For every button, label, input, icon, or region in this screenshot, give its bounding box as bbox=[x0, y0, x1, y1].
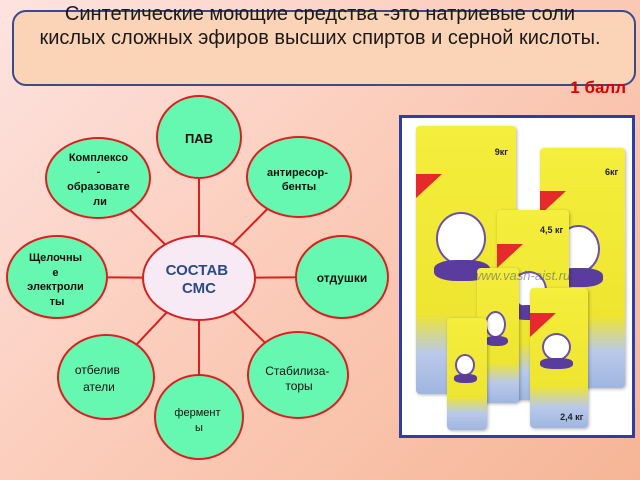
node-center bbox=[142, 235, 256, 321]
node-pav bbox=[156, 95, 242, 179]
definition-box bbox=[12, 10, 636, 86]
label-complex: Комплексо - образовате ли bbox=[67, 152, 133, 208]
label-bleach: отбелив атели bbox=[75, 363, 123, 394]
label-enzymes: фермент ы bbox=[174, 407, 223, 434]
product-photo: 9кг 6кг 4,5 кг 2,4 кг www.vash-aist.ru bbox=[399, 115, 635, 438]
node-complex bbox=[45, 137, 151, 219]
node-enzymes bbox=[154, 374, 244, 460]
node-stabilizers bbox=[247, 331, 349, 419]
label-pav: ПАВ bbox=[185, 131, 213, 146]
watermark: www.vash-aist.ru bbox=[472, 268, 571, 283]
score-label: 1 балл bbox=[570, 78, 626, 97]
node-bleach bbox=[57, 334, 155, 420]
composition-diagram: ПАВ Комплексо - образовате ли антиресор-… bbox=[6, 95, 389, 460]
label-alkaline: Щелочны е электроли ты bbox=[27, 252, 87, 308]
definition-text: Синтетические моющие средства -это натри… bbox=[39, 3, 601, 49]
label-center: СОСТАВ СМС bbox=[166, 262, 233, 297]
detergent-pack-2-4kg: 2,4 кг bbox=[530, 288, 588, 428]
detergent-small-box bbox=[447, 318, 487, 430]
node-fragrance bbox=[295, 235, 389, 319]
label-antiresorb: антиресор- бенты bbox=[267, 167, 331, 193]
node-alkaline bbox=[6, 235, 108, 319]
node-antiresorb bbox=[246, 136, 352, 218]
label-stabilizers: Стабилиза- торы bbox=[265, 364, 333, 393]
label-fragrance: отдушки bbox=[317, 271, 368, 285]
